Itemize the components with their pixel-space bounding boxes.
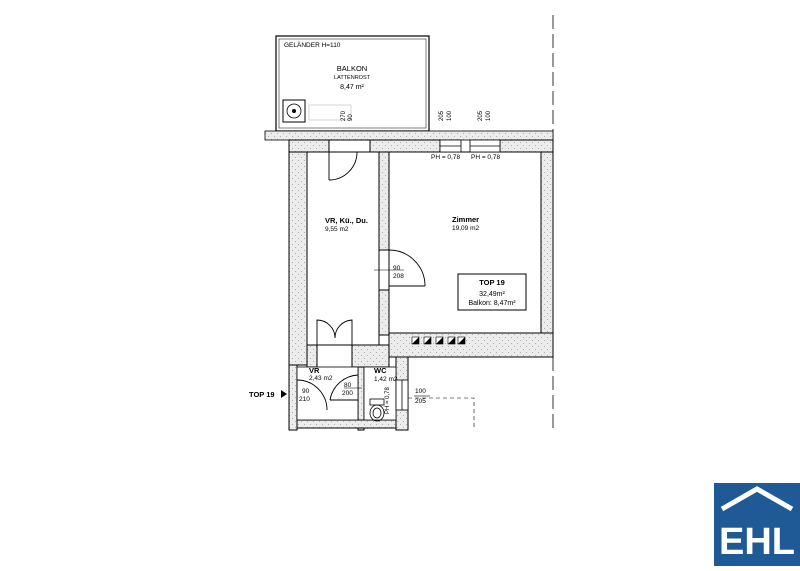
room-wc-name: WC xyxy=(374,366,387,375)
stair-height: 205 xyxy=(415,398,426,405)
wc-window xyxy=(395,379,409,411)
parapet-height-1: PH = 0,78 xyxy=(431,154,460,161)
wc-door-height: 200 xyxy=(342,390,353,397)
entry-door xyxy=(296,379,328,411)
logo-text: EHL xyxy=(719,521,795,563)
room-vr-name: VR xyxy=(309,366,320,375)
zimmer-door-width: 90 xyxy=(393,265,401,272)
balcony-door-width: 90 xyxy=(348,114,354,121)
double-door xyxy=(316,319,353,346)
zimmer-door-height: 208 xyxy=(393,273,404,280)
parapet-height-2: PH = 0,78 xyxy=(471,154,500,161)
walls xyxy=(288,139,554,431)
entry-door-height: 210 xyxy=(299,396,310,403)
zimmer-door xyxy=(374,249,426,290)
window1-height: 205 xyxy=(439,110,445,121)
unit-area: 32,49m² xyxy=(479,291,505,298)
room-wc-area: 1,42 m2 xyxy=(374,376,398,383)
balcony-name: BALKON xyxy=(337,64,367,73)
balcony-floor: LATTENROST xyxy=(334,75,371,81)
entry-door-width: 90 xyxy=(302,388,310,395)
unit-summary-box: TOP 19 32,49m² Balkon: 8,47m² xyxy=(457,273,527,311)
toilet-icon xyxy=(369,398,385,422)
room-vr-kue-du-area: 9,55 m2 xyxy=(325,226,349,233)
room-zimmer-name: Zimmer xyxy=(452,215,479,224)
unit-balcony-area: Balkon: 8,47m² xyxy=(468,300,516,307)
wc-door-width: 80 xyxy=(344,382,352,389)
entrance-marker-label: TOP 19 xyxy=(249,390,275,399)
windows-top xyxy=(439,139,501,153)
entrance-arrow-icon xyxy=(281,390,287,398)
ac-unit-icon xyxy=(282,99,306,123)
balcony: GELÄNDER H=110 BALKON LATTENROST 8,47 m²… xyxy=(275,35,492,132)
balcony-railing-label: GELÄNDER H=110 xyxy=(284,41,341,49)
ehl-logo: EHL xyxy=(714,483,800,566)
wc-door xyxy=(329,374,362,401)
room-vr-area: 2,43 m2 xyxy=(309,375,333,382)
balcony-door-height: 270 xyxy=(341,110,347,121)
room-zimmer-area: 19,09 m2 xyxy=(452,225,479,232)
balcony-door xyxy=(328,139,370,181)
room-vr-kue-du-name: VR, Kü., Du. xyxy=(325,216,368,225)
vent-markers xyxy=(411,336,466,345)
stair-width: 100 xyxy=(415,388,426,395)
window1-width: 100 xyxy=(447,110,453,121)
unit-title: TOP 19 xyxy=(479,278,505,287)
stair-outline xyxy=(408,397,475,430)
window2-height: 205 xyxy=(478,110,484,121)
balcony-area: 8,47 m² xyxy=(340,84,364,91)
wc-window-parapet: PH = 0,78 xyxy=(385,386,391,414)
window2-width: 100 xyxy=(486,110,492,121)
